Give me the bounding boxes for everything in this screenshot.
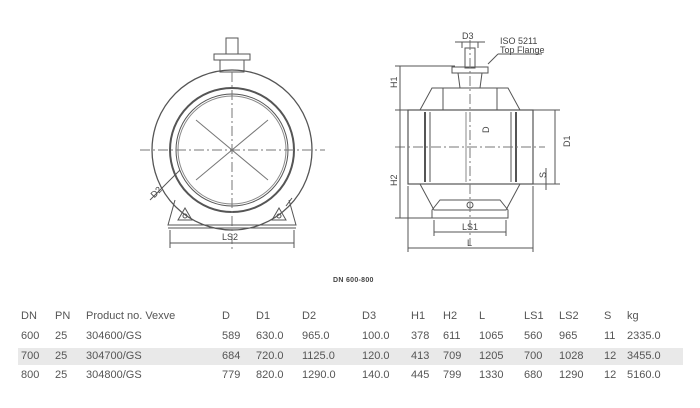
- cell-product-no: 304700/GS: [83, 347, 220, 365]
- header-pn: PN: [55, 310, 71, 322]
- iso-label-1: ISO 5211: [500, 36, 537, 46]
- side-view-drawing: [395, 40, 560, 252]
- iso-label-2: Top Flange: [500, 45, 545, 55]
- header-s: S: [604, 310, 612, 322]
- table-title: DN 600-800: [333, 277, 374, 284]
- header-d: D: [222, 310, 230, 322]
- ls2-label: LS2: [222, 232, 238, 242]
- cell-ls1: 700: [521, 347, 557, 365]
- table-header: DN PN Product no. Vexve D D1 D2 D3 H1 H2 L LS1 LS2 S…: [0, 308, 700, 326]
- d1-label: D1: [562, 135, 572, 147]
- l-label: L: [467, 238, 472, 248]
- cell-pn: 25: [52, 347, 84, 365]
- cell-dn: 600: [21, 330, 40, 342]
- cell-l: 1330: [479, 369, 504, 381]
- cell-pn: 25: [55, 369, 68, 381]
- header-d2: D2: [302, 310, 317, 322]
- cell-d2: 1290.0: [302, 369, 336, 381]
- cell-product-no: 304600/GS: [86, 330, 142, 342]
- cell-s: 11: [604, 330, 616, 342]
- header-d1: D1: [256, 310, 271, 322]
- header-ls2: LS2: [559, 310, 579, 322]
- cell-ls2: 1028: [556, 347, 602, 365]
- cell-d2: 965.0: [302, 330, 330, 342]
- header-product-no: Product no. Vexve: [86, 310, 176, 322]
- header-h1: H1: [411, 310, 426, 322]
- cell-kg: 3455.0: [624, 347, 683, 365]
- cell-ls1: 680: [524, 369, 543, 381]
- d-label: D: [481, 126, 491, 133]
- cell-dn: 800: [21, 369, 40, 381]
- cell-l: 1205: [476, 347, 522, 365]
- header-dn: DN: [21, 310, 37, 322]
- header-l: L: [479, 310, 486, 322]
- header-ls1: LS1: [524, 310, 544, 322]
- front-view-drawing: [140, 37, 325, 250]
- d3-label: D3: [462, 31, 474, 41]
- s-label: S: [538, 172, 548, 178]
- cell-s: 12: [604, 369, 617, 381]
- cell-ls1: 560: [524, 330, 543, 342]
- header-kg: kg: [627, 310, 639, 322]
- cell-kg: 5160.0: [627, 369, 661, 381]
- ls1-label: LS1: [462, 222, 478, 232]
- cell-h2: 611: [443, 330, 461, 342]
- cell-d3: 120.0: [359, 347, 409, 365]
- h1-label: H1: [389, 76, 399, 88]
- cell-d2: 1125.0: [299, 347, 360, 365]
- cell-h1: 413: [408, 347, 441, 365]
- cell-product-no: 304800/GS: [86, 369, 142, 381]
- table-row: 800 25 304800/GS 779 820.0 1290.0 140.0 445 799 1…: [0, 367, 700, 385]
- cell-h2: 709: [440, 347, 477, 365]
- cell-d: 779: [222, 369, 241, 381]
- cell-h1: 445: [411, 369, 430, 381]
- cell-l: 1065: [479, 330, 504, 342]
- cell-kg: 2335.0: [627, 330, 661, 342]
- cell-d1: 720.0: [253, 347, 300, 365]
- h2-label: H2: [389, 174, 399, 186]
- cell-d: 589: [222, 330, 241, 342]
- cell-dn: 700: [18, 347, 53, 365]
- cell-d: 684: [219, 347, 254, 365]
- cell-s: 12: [601, 347, 625, 365]
- header-d3: D3: [362, 310, 377, 322]
- header-h2: H2: [443, 310, 458, 322]
- cell-h2: 799: [443, 369, 462, 381]
- cell-h1: 378: [411, 330, 430, 342]
- valve-technical-drawing: D2 LS2 D3 ISO 5211 Top Flang: [140, 31, 572, 252]
- cell-d3: 100.0: [362, 330, 390, 342]
- cell-d1: 820.0: [256, 369, 284, 381]
- cell-pn: 25: [55, 330, 68, 342]
- table-row: 600 25 304600/GS 589 630.0 965.0 100.0 378 611 10…: [0, 328, 700, 346]
- cell-ls2: 965: [559, 330, 578, 342]
- cell-d3: 140.0: [362, 369, 390, 381]
- cell-d1: 630.0: [256, 330, 284, 342]
- cell-ls2: 1290: [559, 369, 584, 381]
